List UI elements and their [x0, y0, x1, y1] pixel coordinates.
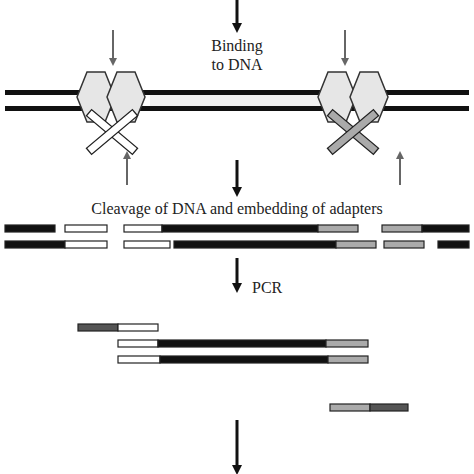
adapter-segment [124, 241, 170, 248]
adapter-segment [118, 340, 158, 347]
adapter-segment [118, 324, 158, 331]
adapter-segment [118, 356, 160, 363]
adapter-bar [327, 110, 378, 155]
adapter-segment [382, 225, 422, 232]
adapter-segment [384, 241, 424, 248]
adapter-segment [328, 356, 368, 363]
fragments [5, 225, 469, 248]
dna-fragment [160, 356, 328, 363]
adapter-segment [65, 225, 107, 232]
adapter-segment [124, 225, 162, 232]
adapter-segment [336, 241, 376, 248]
adapter-bar [86, 110, 137, 155]
primer-segment [370, 404, 408, 411]
flow-arrow [236, 258, 239, 288]
dna-fragment [158, 340, 326, 347]
cut-arrow [344, 30, 346, 62]
dna-gap [150, 95, 320, 106]
adapter-bar [327, 110, 378, 155]
flow-arrow [236, 160, 239, 192]
dna-strand [5, 106, 469, 111]
dna-fragment [438, 241, 469, 248]
primer-segment [78, 324, 118, 331]
step-label: Binding to DNA [206, 36, 268, 74]
adapter-segment [326, 340, 368, 347]
pcr-products [78, 324, 408, 411]
adapter-segment [330, 404, 370, 411]
dna-fragment [174, 241, 336, 248]
adapter-segment [318, 225, 358, 232]
adapter-segment [65, 241, 107, 248]
dna-fragment [422, 225, 469, 232]
adapter-bar [86, 110, 137, 155]
dna-fragment [5, 241, 65, 248]
flow-arrow [236, 0, 239, 28]
cut-arrow [112, 30, 114, 62]
step-label: Cleavage of DNA and embedding of adapter… [0, 199, 474, 218]
flow-arrow [236, 420, 239, 470]
cut-arrow [399, 155, 401, 185]
dna-strand [5, 90, 469, 95]
dna-fragment [162, 225, 318, 232]
dna-fragment [5, 225, 55, 232]
step-label: PCR [252, 278, 312, 297]
cut-arrow [126, 155, 128, 185]
